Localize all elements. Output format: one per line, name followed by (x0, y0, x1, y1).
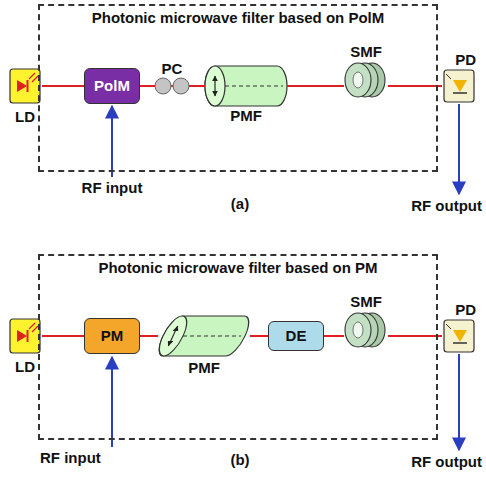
optical-fiber-link (42, 85, 84, 87)
photodetector: PD (442, 52, 476, 104)
component-label: PM (101, 328, 124, 345)
panel-b-art (10, 313, 474, 450)
optical-fiber-link (42, 335, 84, 337)
component-label: SMF (350, 294, 382, 311)
filter-group: Photonic microwave filter based on PM PM P… (38, 254, 438, 440)
component-label: PolM (94, 78, 130, 95)
signal-label: RF output (411, 454, 482, 471)
rf-output-arrow (458, 104, 460, 194)
signal-label: RF input (40, 450, 101, 467)
single-mode-fiber: SMF (344, 294, 388, 349)
component-label: SMF (350, 44, 382, 61)
phase-modulator: PM (84, 318, 140, 354)
laser-diode: LD (8, 69, 42, 125)
component-label: PD (455, 52, 476, 69)
rf-input-arrow (111, 357, 113, 447)
signal-label: RF output (411, 198, 482, 215)
polarization-controller-icon (155, 78, 189, 94)
component-label: PD (455, 302, 476, 319)
laser-diode: LD (8, 319, 42, 375)
photodetector: PD (442, 302, 476, 354)
pm-fiber: PMF (205, 66, 287, 124)
fiber-spool-icon (345, 313, 385, 347)
component-label: LD (15, 109, 35, 126)
panel-a-art (10, 63, 474, 194)
group-title: Photonic microwave filter based on PM (98, 260, 377, 277)
rf-input-arrow (111, 106, 113, 177)
polarization-modulator: PolM (84, 68, 140, 104)
polarization-controller: PC (155, 61, 189, 95)
panel-label: (a) (231, 196, 249, 213)
photodetector-icon (444, 70, 474, 102)
optical-fiber-link (287, 85, 344, 87)
pm-fiber-icon (154, 316, 255, 356)
optical-fiber-link (140, 85, 155, 87)
laser-diode-icon (10, 69, 40, 103)
component-label: PMF (188, 360, 220, 377)
single-mode-fiber: SMF (344, 44, 388, 99)
pm-fiber: PMF (158, 316, 250, 376)
optical-fiber-link (388, 335, 442, 337)
laser-diode-icon (10, 319, 40, 353)
component-label: LD (15, 359, 35, 376)
component-label: PC (162, 61, 183, 78)
filter-group: Photonic microwave filter based on PolM P… (38, 4, 438, 172)
optical-fiber-link (324, 335, 344, 337)
panel-label: (b) (230, 452, 249, 469)
pm-fiber-icon (205, 66, 287, 106)
component-label: DE (286, 328, 307, 345)
optical-fiber-link (189, 85, 205, 87)
signal-label: RF input (82, 180, 143, 197)
photodetector-icon (444, 320, 474, 352)
dispersive-element: DE (268, 321, 324, 351)
optical-fiber-link (140, 335, 158, 337)
optical-fiber-link (388, 85, 442, 87)
fiber-spool-icon (345, 63, 385, 97)
rf-output-arrow (458, 354, 460, 450)
optical-fiber-link (250, 335, 268, 337)
component-label: PMF (230, 108, 262, 125)
group-title: Photonic microwave filter based on PolM (92, 10, 385, 27)
